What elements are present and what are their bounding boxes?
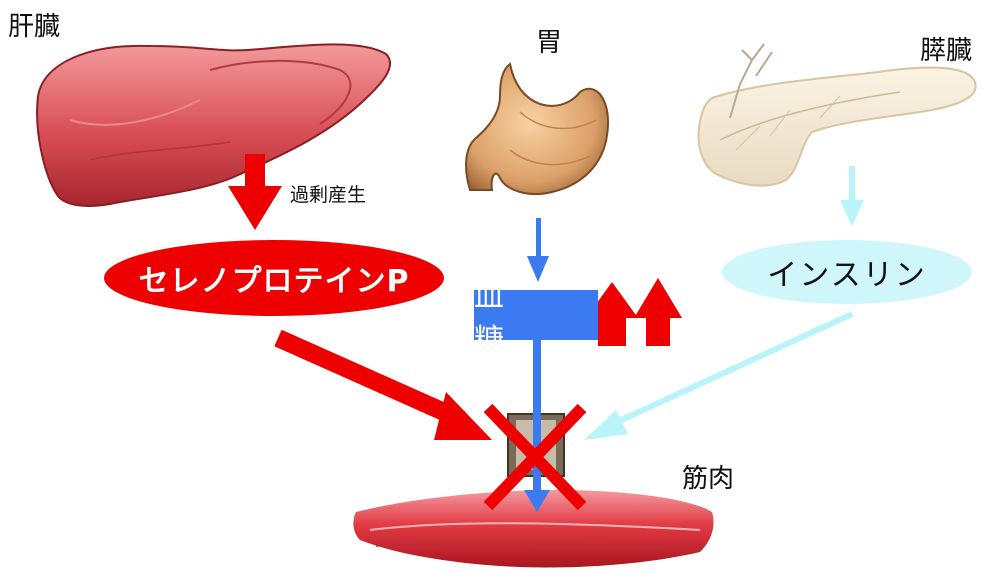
insulin-pill: インスリン xyxy=(722,240,972,304)
selenoprotein-to-muscle-arrow xyxy=(278,338,492,440)
stomach-label: 胃 xyxy=(536,22,562,59)
muscle-label: 筋肉 xyxy=(682,458,734,495)
liver-label: 肝臓 xyxy=(8,6,60,43)
blood-sugar-label: 血 糖 xyxy=(474,271,622,359)
excess-production-label: 過剰産生 xyxy=(290,180,366,207)
selenoprotein-label: セレノプロテインP xyxy=(139,256,410,300)
blood-sugar-box: 血 糖 xyxy=(474,290,598,340)
pancreas-label: 膵臓 xyxy=(920,30,972,67)
selenoprotein-pill: セレノプロテインP xyxy=(104,240,444,316)
stomach-illustration xyxy=(466,64,608,194)
pancreas-down-arrow xyxy=(840,166,864,226)
insulin-label: インスリン xyxy=(767,250,926,294)
